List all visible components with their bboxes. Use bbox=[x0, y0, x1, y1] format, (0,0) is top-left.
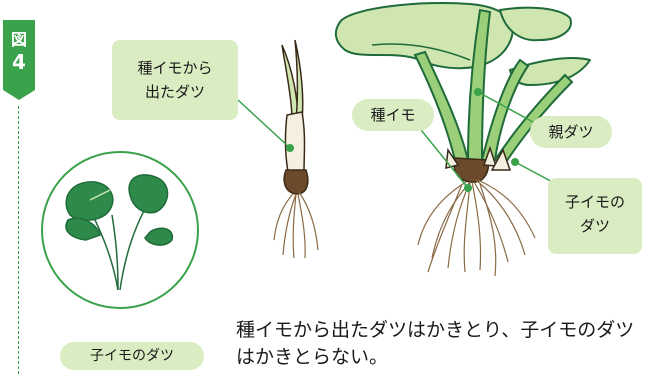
child-datsu-label-line2: ダツ bbox=[579, 217, 610, 235]
child-sprout-circle bbox=[41, 151, 199, 309]
seed-tuber-label: 種イモ bbox=[352, 99, 434, 131]
parent-datsu-label: 親ダツ bbox=[530, 116, 612, 148]
figure-number: 4 bbox=[12, 50, 26, 74]
seed-tuber-large bbox=[445, 145, 512, 183]
figure-badge-shape bbox=[3, 20, 35, 100]
leader-dots bbox=[286, 88, 519, 192]
figure-label: 図 bbox=[10, 30, 27, 49]
child-datsu-label-line1: 子イモの bbox=[564, 193, 625, 211]
large-taro-leaves bbox=[334, 1, 591, 86]
seed-sprout-label-line1: 種イモから bbox=[137, 59, 213, 77]
instruction-note: 種イモから出たダツはかきとり、子イモのダツはかきとらない。 bbox=[236, 319, 635, 368]
large-taro-roots bbox=[417, 179, 536, 277]
seed-sprout-plant bbox=[281, 39, 309, 195]
figure-badge: 図 4 bbox=[3, 20, 35, 100]
seed-sprout-label: 種イモから 出たダツ bbox=[112, 40, 238, 120]
large-taro-stems bbox=[413, 8, 574, 164]
circle-caption: 子イモのダツ bbox=[60, 342, 204, 370]
child-datsu-label: 子イモの ダツ bbox=[548, 178, 642, 254]
figure-guide-line bbox=[18, 106, 19, 374]
seed-sprout-roots bbox=[273, 191, 319, 259]
seed-sprout-label-line2: 出たダツ bbox=[144, 83, 205, 101]
